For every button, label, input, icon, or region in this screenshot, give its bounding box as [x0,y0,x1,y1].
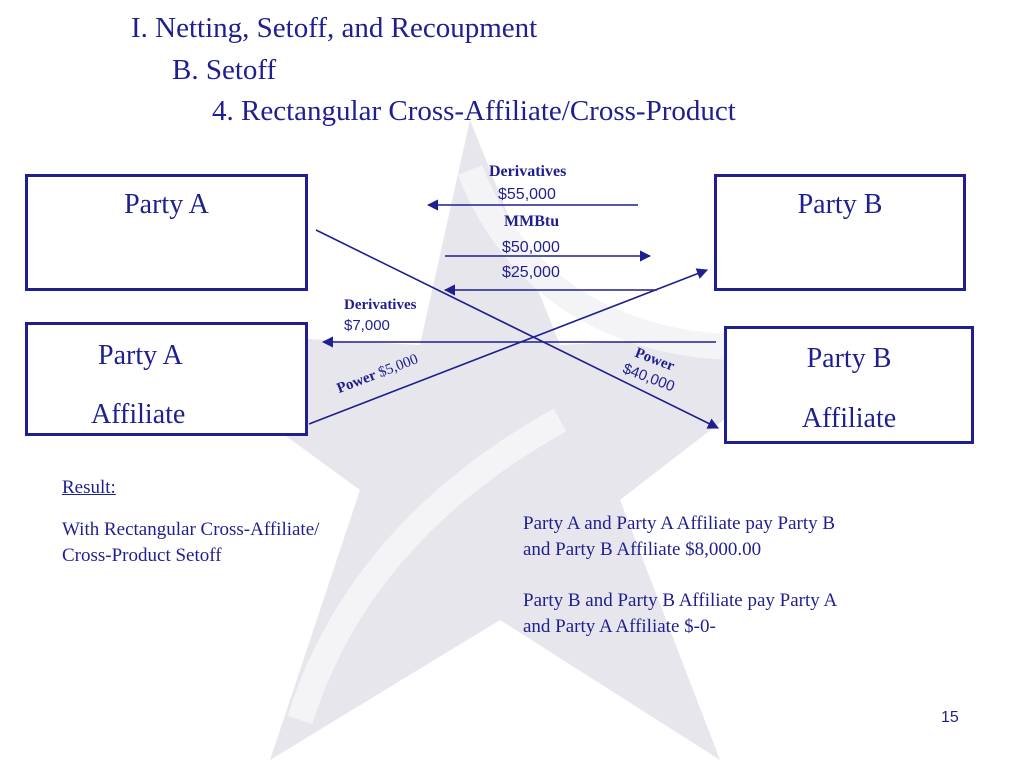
derivatives-top-label: Derivatives [489,163,567,180]
result-line2: Cross-Product Setoff [62,545,222,566]
derivatives-mid-label: Derivatives [344,297,417,313]
slide-number: 15 [941,709,959,726]
mmbtu-amount-2: $25,000 [502,264,560,281]
party-a-label: Party A [124,189,209,220]
party-a-affiliate-label-line1: Party A [98,340,183,371]
summary-p2-line1: Party B and Party B Affiliate pay Party … [523,590,838,611]
party-b-affiliate-label-line2: Affiliate [801,403,897,434]
party-b-affiliate-box: Party B Affiliate [724,326,974,444]
result-heading: Result: [62,477,116,498]
mmbtu-amount-1: $50,000 [502,239,560,256]
party-b-label: Party B [797,189,883,220]
heading-level1: I. Netting, Setoff, and Recoupment [131,12,538,44]
mmbtu-label: MMBtu [504,213,560,230]
heading-level2: B. Setoff [172,54,277,86]
heading-level3: 4. Rectangular Cross-Affiliate/Cross-Pro… [212,95,736,127]
derivatives-top-amount: $55,000 [498,186,556,203]
party-b-affiliate-label-line1: Party B [806,343,892,374]
party-b-box: Party B [714,174,966,291]
result-line1: With Rectangular Cross-Affiliate/ [62,519,320,540]
power-40000-arrow [315,229,720,429]
power-5000-arrow [308,268,709,425]
derivatives-mid-amount: $7,000 [344,317,390,334]
summary-p2-line2: and Party A Affiliate $-0- [523,616,716,637]
summary-p1-line2: and Party B Affiliate $8,000.00 [523,539,762,560]
party-a-affiliate-box: Party A Affiliate [25,322,308,436]
party-a-affiliate-label-line2: Affiliate [91,399,186,430]
party-a-box: Party A [25,174,308,291]
summary-p1-line1: Party A and Party A Affiliate pay Party … [523,513,836,534]
